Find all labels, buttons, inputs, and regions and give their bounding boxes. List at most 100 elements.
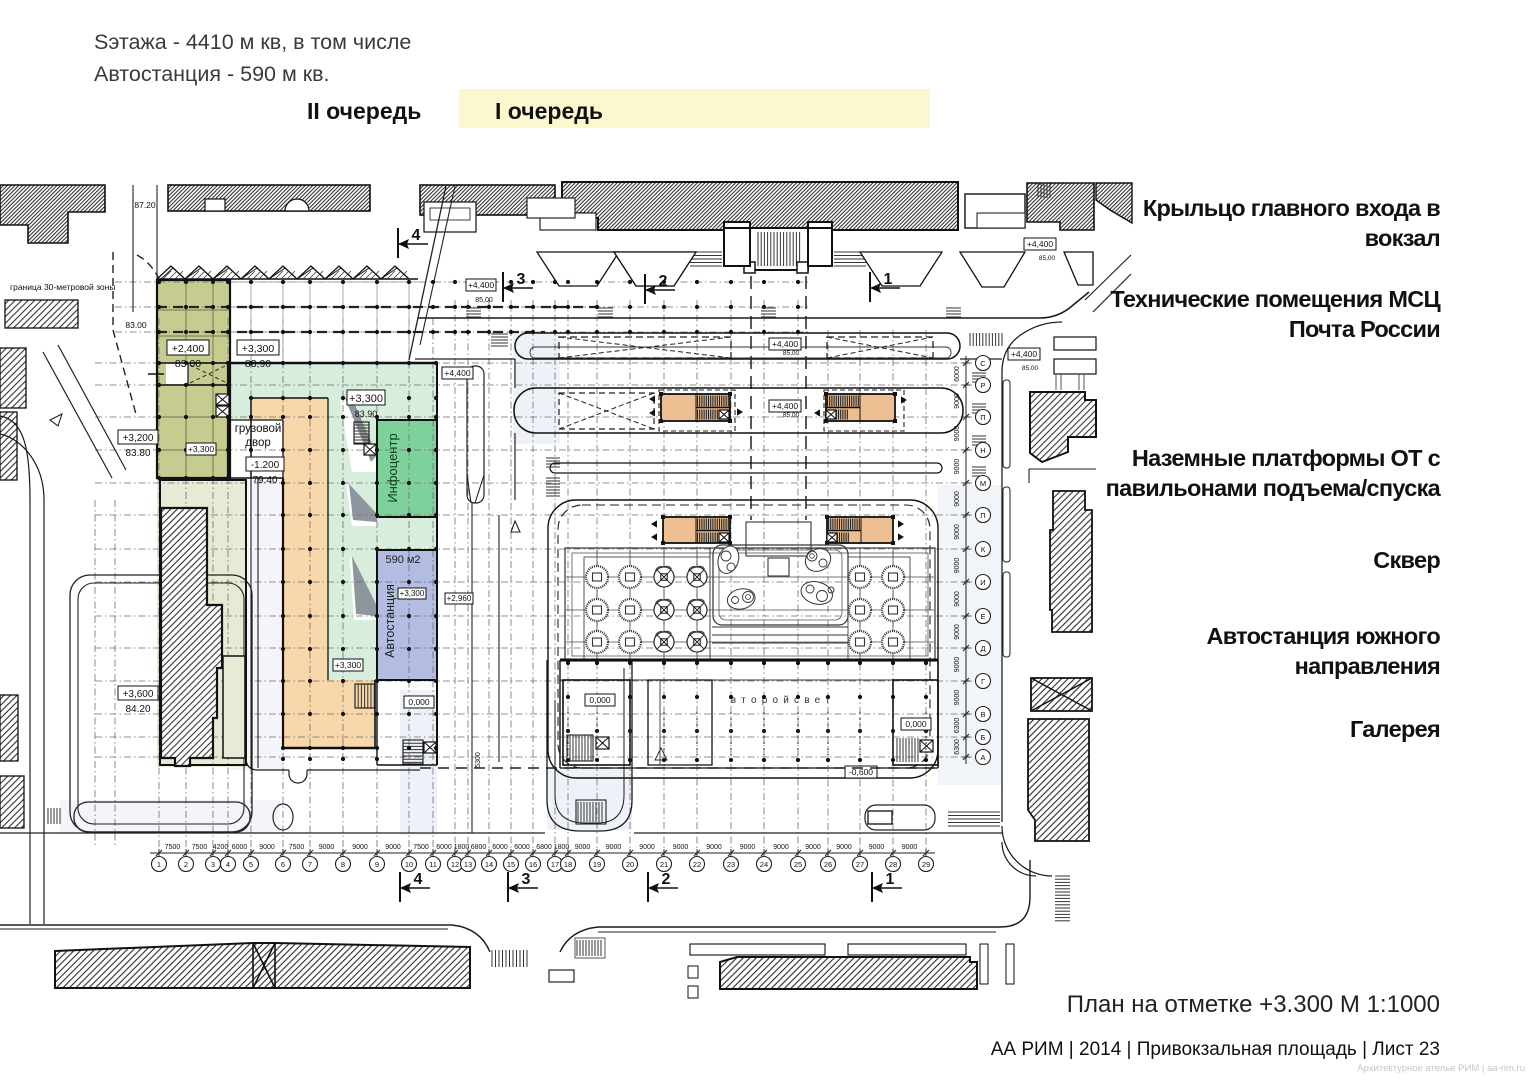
svg-text:двор: двор <box>245 437 270 449</box>
svg-text:4200: 4200 <box>213 844 229 851</box>
svg-text:М: М <box>980 479 986 488</box>
svg-text:22: 22 <box>693 860 701 869</box>
svg-text:5300: 5300 <box>475 752 482 768</box>
svg-text:6300: 6300 <box>954 718 961 734</box>
svg-text:6800: 6800 <box>536 844 552 851</box>
svg-text:9000: 9000 <box>954 657 961 673</box>
svg-text:в т о р о й с в е т: в т о р о й с в е т <box>731 695 831 706</box>
svg-text:23: 23 <box>727 860 735 869</box>
svg-text:К: К <box>981 545 986 554</box>
svg-text:6000: 6000 <box>436 844 452 851</box>
svg-text:84.20: 84.20 <box>125 704 150 715</box>
svg-text:9000: 9000 <box>954 426 961 442</box>
svg-text:6300: 6300 <box>954 739 961 755</box>
svg-text:С: С <box>980 359 986 368</box>
svg-text:2: 2 <box>662 871 671 888</box>
svg-text:9000: 9000 <box>740 844 756 851</box>
svg-text:7: 7 <box>308 860 312 869</box>
svg-text:11: 11 <box>429 860 437 869</box>
svg-text:+4,400: +4,400 <box>772 339 799 349</box>
svg-text:9000: 9000 <box>259 844 275 851</box>
svg-text:9000: 9000 <box>954 393 961 409</box>
svg-text:В: В <box>980 710 985 719</box>
svg-text:1: 1 <box>884 271 893 288</box>
svg-text:3: 3 <box>211 860 215 869</box>
svg-text:Р: Р <box>980 381 985 390</box>
svg-text:9000: 9000 <box>954 491 961 507</box>
svg-text:6000: 6000 <box>954 366 961 382</box>
svg-text:83.00: 83.00 <box>125 320 147 330</box>
svg-text:2: 2 <box>659 273 668 290</box>
svg-text:+4,400: +4,400 <box>444 368 471 378</box>
svg-text:9000: 9000 <box>954 459 961 475</box>
svg-text:85,00: 85,00 <box>1039 255 1056 262</box>
svg-text:19: 19 <box>593 860 601 869</box>
svg-text:6000: 6000 <box>514 844 530 851</box>
svg-text:85,00: 85,00 <box>783 412 800 419</box>
svg-text:9000: 9000 <box>773 844 789 851</box>
svg-text:9000: 9000 <box>575 844 591 851</box>
svg-text:18: 18 <box>564 860 572 869</box>
svg-text:6000: 6000 <box>232 844 248 851</box>
svg-text:7500: 7500 <box>165 844 181 851</box>
svg-text:83.80: 83.80 <box>125 448 150 459</box>
svg-text:Н: Н <box>980 446 985 455</box>
svg-text:+4,400: +4,400 <box>1027 239 1054 249</box>
svg-text:Автостанция: Автостанция <box>383 584 397 658</box>
svg-text:П: П <box>980 511 985 520</box>
svg-text:6: 6 <box>281 860 285 869</box>
svg-text:15: 15 <box>507 860 515 869</box>
svg-text:9000: 9000 <box>606 844 622 851</box>
svg-text:1800: 1800 <box>454 844 470 851</box>
svg-text:И: И <box>980 578 985 587</box>
svg-text:0,000: 0,000 <box>589 695 611 705</box>
svg-text:П: П <box>980 413 985 422</box>
svg-text:Е: Е <box>980 612 985 621</box>
svg-text:+3,300: +3,300 <box>400 589 425 598</box>
svg-text:83,90: 83,90 <box>245 358 271 370</box>
svg-text:4: 4 <box>226 860 230 869</box>
svg-text:1: 1 <box>157 860 161 869</box>
svg-text:7500: 7500 <box>289 844 305 851</box>
svg-text:+2,960: +2,960 <box>447 594 472 603</box>
svg-text:3: 3 <box>522 871 531 888</box>
svg-text:9000: 9000 <box>706 844 722 851</box>
svg-text:А: А <box>980 753 985 762</box>
svg-text:83.90: 83.90 <box>355 409 378 419</box>
svg-text:грузовой: грузовой <box>235 423 282 435</box>
svg-text:Д: Д <box>980 644 985 653</box>
svg-text:9000: 9000 <box>639 844 655 851</box>
svg-text:9000: 9000 <box>319 844 335 851</box>
svg-text:6800: 6800 <box>471 844 487 851</box>
svg-text:-0,600: -0,600 <box>849 767 873 777</box>
svg-text:24: 24 <box>760 860 768 869</box>
svg-text:1800: 1800 <box>554 844 570 851</box>
svg-text:12: 12 <box>451 860 459 869</box>
svg-text:7500: 7500 <box>413 844 429 851</box>
svg-text:9000: 9000 <box>954 624 961 640</box>
svg-text:10: 10 <box>405 860 413 869</box>
svg-text:2: 2 <box>184 860 188 869</box>
svg-text:+3,300: +3,300 <box>349 393 383 405</box>
svg-text:25: 25 <box>794 860 802 869</box>
svg-text:9000: 9000 <box>902 844 918 851</box>
svg-text:83.00: 83.00 <box>175 358 201 370</box>
svg-text:Инфоцентр: Инфоцентр <box>385 433 400 502</box>
svg-text:9000: 9000 <box>954 690 961 706</box>
svg-text:9000: 9000 <box>352 844 368 851</box>
svg-text:20: 20 <box>626 860 634 869</box>
svg-text:5: 5 <box>249 860 253 869</box>
svg-text:85,00: 85,00 <box>1022 365 1039 372</box>
svg-text:7500: 7500 <box>192 844 208 851</box>
svg-text:13: 13 <box>464 860 472 869</box>
svg-text:27: 27 <box>856 860 864 869</box>
svg-text:9000: 9000 <box>836 844 852 851</box>
svg-text:17: 17 <box>551 860 559 869</box>
svg-text:0,000: 0,000 <box>905 719 927 729</box>
svg-text:6000: 6000 <box>492 844 508 851</box>
svg-text:590 м2: 590 м2 <box>385 554 420 566</box>
svg-text:9000: 9000 <box>673 844 689 851</box>
svg-text:16: 16 <box>529 860 537 869</box>
svg-text:+2,400: +2,400 <box>172 343 205 355</box>
svg-text:85,00: 85,00 <box>783 350 800 357</box>
